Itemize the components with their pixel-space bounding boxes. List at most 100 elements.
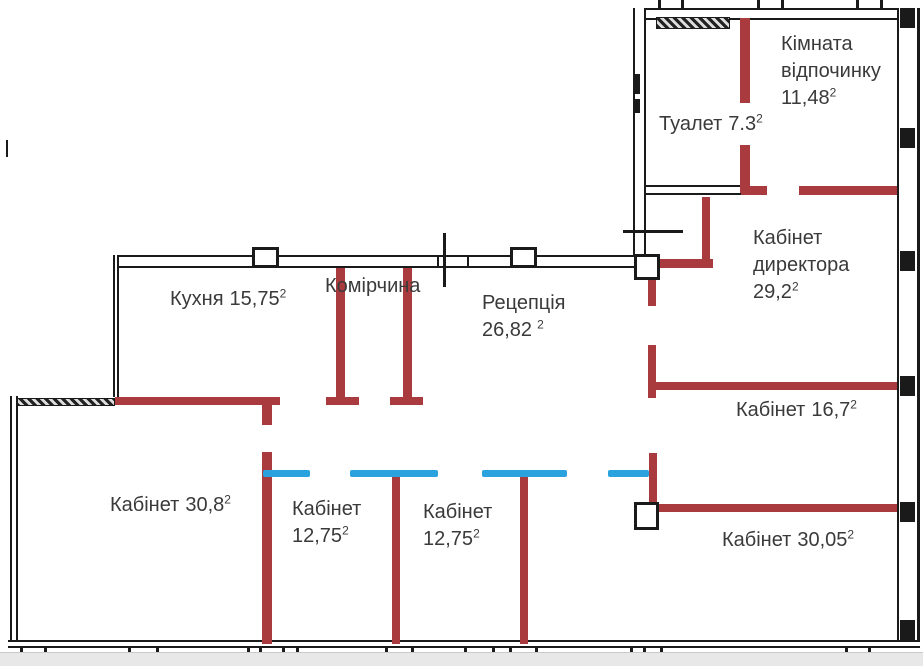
partition-office-30-05-top xyxy=(659,504,897,512)
room-name: Туалет xyxy=(659,113,723,135)
room-name: Кімната xyxy=(781,33,853,55)
outer-wall-bottom xyxy=(8,640,920,648)
window-frame-kitchen xyxy=(252,247,279,268)
room-label-pantry: Комірчина xyxy=(325,273,420,300)
partition-pantry-right xyxy=(403,268,412,397)
hatch-tick xyxy=(658,0,661,8)
window-mullion xyxy=(900,251,915,271)
room-area-sup: 2 xyxy=(847,527,855,542)
room-label-reception: Рецепція 26,82 2 xyxy=(482,290,566,344)
partition-restroom-bottom xyxy=(799,186,897,195)
room-area-sup: 2 xyxy=(342,523,349,538)
wall-toilet-left xyxy=(633,8,646,258)
room-area-sup: 2 xyxy=(224,492,231,507)
room-name: Кабінет xyxy=(736,399,806,421)
shaft-mark xyxy=(633,99,640,113)
wall-axis-tick-horizontal xyxy=(623,230,683,233)
room-area: 11,48 xyxy=(781,87,830,109)
wall-joint-tick xyxy=(467,257,469,267)
shaft-mark xyxy=(633,74,640,94)
room-label-office-12-75-right: Кабінет 12,752 xyxy=(423,499,492,553)
page-edge-mark xyxy=(6,140,8,157)
partition-office-30-8-top xyxy=(115,397,280,405)
proposed-partition-segment xyxy=(482,470,567,477)
room-area: 7.3 xyxy=(728,113,757,135)
proposed-partition-segment xyxy=(608,470,649,477)
room-label-rest-room: Кімната відпочинку 11,482 xyxy=(781,31,881,112)
partition-director-nook-vertical xyxy=(702,197,710,267)
page-bottom-strip xyxy=(0,652,923,666)
wall-toilet-bottom xyxy=(646,185,742,195)
shaft-hatch-band xyxy=(656,17,730,29)
room-area-sup: 2 xyxy=(537,317,544,332)
room-area: 30,05 xyxy=(797,529,848,551)
room-name: відпочинку xyxy=(781,60,881,82)
proposed-partition-segment xyxy=(350,470,438,477)
partition-offices-12-75-divider xyxy=(392,477,400,644)
wall-office-30-8-top-hatched xyxy=(15,398,115,406)
room-name: Кухня xyxy=(170,288,224,310)
partition-office-12-75-right-wall xyxy=(520,477,528,644)
partition-pantry-right-foot xyxy=(390,397,423,405)
room-area: 26,82 xyxy=(482,319,533,341)
door-frame-office-30-05 xyxy=(634,502,659,530)
room-area-sup: 2 xyxy=(473,526,480,541)
room-area: 12,75 xyxy=(423,528,474,550)
room-area: 16,7 xyxy=(811,399,851,421)
window-mullion xyxy=(900,128,915,148)
partition-office-16-7-top xyxy=(648,382,897,390)
partition-toilet-restroom-lower xyxy=(740,145,750,193)
room-label-office-12-75-left: Кабінет 12,752 xyxy=(292,496,361,550)
room-name: Рецепція xyxy=(482,292,566,314)
partition-pantry-left xyxy=(336,268,345,397)
room-area-sup: 2 xyxy=(756,111,763,126)
room-name: Кабінет xyxy=(292,498,362,520)
room-area: 30,8 xyxy=(185,494,225,516)
room-area-sup: 2 xyxy=(850,397,857,412)
room-name: Комірчина xyxy=(325,275,421,297)
wall-kitchen-reception-top xyxy=(113,255,648,268)
room-name: Кабінет xyxy=(753,227,823,249)
room-area-sup: 2 xyxy=(791,279,799,294)
partition-toilet-restroom-upper xyxy=(740,18,750,103)
partition-corridor-spine-seg2 xyxy=(648,345,656,398)
outer-wall-right-window xyxy=(897,8,920,648)
wall-joint-tick xyxy=(437,257,439,267)
room-area: 29,2 xyxy=(753,281,792,303)
partition-pantry-left-foot xyxy=(326,397,359,405)
window-mullion xyxy=(900,502,915,522)
room-area-sup: 2 xyxy=(279,286,287,301)
door-frame-reception xyxy=(634,254,660,280)
partition-corridor-spine-seg1 xyxy=(648,280,656,306)
room-label-director-office: Кабінет директора 29,22 xyxy=(753,225,849,306)
partition-corridor-spine-seg3 xyxy=(649,453,657,505)
hatch-tick xyxy=(880,0,883,8)
room-area: 12,75 xyxy=(292,525,343,547)
window-mullion xyxy=(900,8,915,28)
room-name: Кабінет xyxy=(423,501,493,523)
room-name: директора xyxy=(753,254,850,276)
window-frame-reception xyxy=(510,247,537,268)
partition-office-30-8-right xyxy=(262,452,272,644)
hatch-tick xyxy=(681,0,684,8)
hatch-tick xyxy=(757,0,760,8)
partition-office-30-8-stub xyxy=(262,405,272,425)
outer-wall-left xyxy=(10,396,18,645)
wall-axis-tick-vertical xyxy=(443,233,446,287)
room-name: Кабінет xyxy=(110,494,180,516)
proposed-partition-segment xyxy=(263,470,310,477)
partition-restroom-bottom-stub xyxy=(741,186,767,195)
room-area: 15,75 xyxy=(229,288,280,310)
hatch-tick xyxy=(856,0,859,8)
window-mullion xyxy=(900,620,915,640)
partition-director-nook-horizontal xyxy=(660,259,713,268)
room-name: Кабінет xyxy=(722,529,792,551)
hatch-tick xyxy=(781,0,784,8)
room-area-sup: 2 xyxy=(829,85,837,100)
